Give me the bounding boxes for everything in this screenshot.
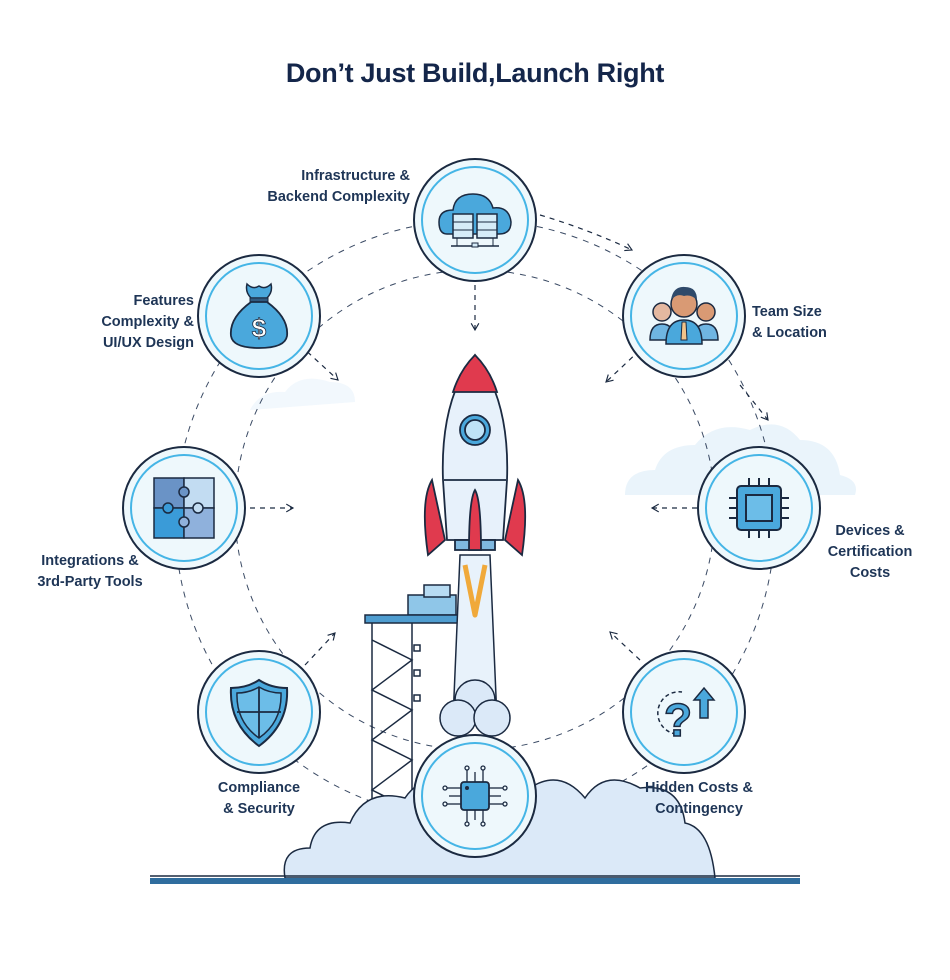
flow-arrows xyxy=(250,214,769,666)
label-team: Team Size & Location xyxy=(752,304,827,341)
svg-text:?: ? xyxy=(664,694,692,746)
node-integrations xyxy=(122,446,246,570)
node-infrastructure xyxy=(413,158,537,282)
chip-icon xyxy=(729,478,789,538)
node-team xyxy=(622,254,746,378)
money-bag-icon: $ xyxy=(229,282,289,349)
page-title: Don’t Just Build,Launch Right xyxy=(285,58,665,88)
node-features: $ xyxy=(197,254,321,378)
label-devices: Devices & Certification Costs xyxy=(827,523,913,581)
puzzle-icon xyxy=(153,477,215,539)
label-integrations: Integrations & 3rd-Party Tools xyxy=(37,553,143,590)
circuit-chip-icon xyxy=(442,765,508,827)
node-hidden-costs: ? xyxy=(622,650,746,774)
team-icon xyxy=(649,286,719,345)
cloud-server-icon xyxy=(438,193,512,248)
label-compliance: Compliance & Security xyxy=(217,780,301,817)
node-compliance xyxy=(197,650,321,774)
label-hidden-costs: Hidden Costs & Contingency xyxy=(645,780,753,817)
label-infrastructure: Infrastructure & Backend Complexity xyxy=(267,168,410,205)
ground-line xyxy=(150,878,800,884)
shield-icon xyxy=(229,678,289,748)
question-up-icon: ? xyxy=(657,686,716,747)
label-features: Features Complexity & UI/UX Design xyxy=(101,293,194,351)
node-circuit xyxy=(413,734,537,858)
flame-icon xyxy=(462,564,488,618)
svg-text:$: $ xyxy=(252,313,267,343)
node-devices xyxy=(697,446,821,570)
rocket-icon xyxy=(423,353,527,557)
